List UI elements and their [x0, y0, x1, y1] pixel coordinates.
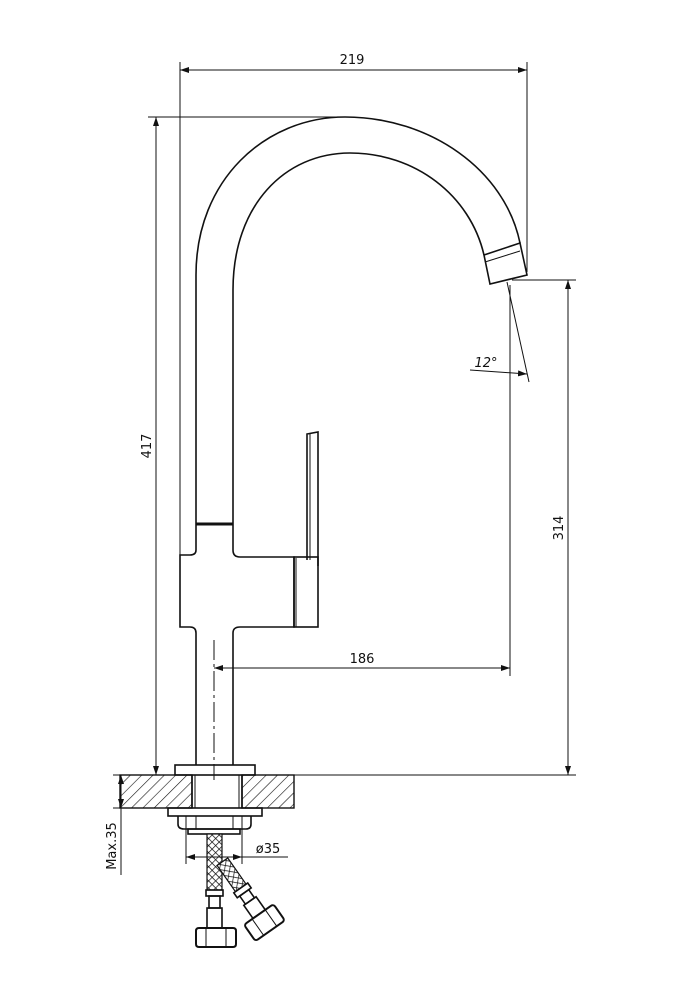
hose-nut-angled — [244, 904, 285, 941]
spout — [195, 116, 528, 526]
dimension-label: Max.35 — [105, 822, 120, 870]
dimension-spout-reach: 186 — [214, 285, 511, 676]
dimension-max-thickness: Max.35 — [105, 774, 130, 875]
dimension-overall-width: 219 — [179, 53, 528, 555]
dimension-hole-diameter: ø35 — [185, 816, 288, 864]
supply-hoses — [195, 833, 285, 948]
dimension-overall-height: 417 — [140, 116, 340, 775]
dimension-label: 417 — [140, 434, 155, 459]
dimension-label: 12° — [474, 356, 497, 371]
dimension-spout-angle: 12° — [469, 281, 530, 383]
dimension-spout-height: 314 — [260, 279, 576, 776]
faucet-body — [179, 431, 319, 765]
dimension-label: 186 — [350, 652, 375, 667]
countertop-section — [119, 774, 193, 809]
dimension-label: ø35 — [256, 842, 281, 857]
mounting-assembly — [119, 640, 295, 835]
dimension-label: 314 — [552, 516, 567, 541]
hose-nut — [195, 927, 237, 948]
aerator — [483, 241, 528, 285]
lever-handle — [306, 431, 319, 566]
dimension-label: 219 — [340, 53, 365, 68]
